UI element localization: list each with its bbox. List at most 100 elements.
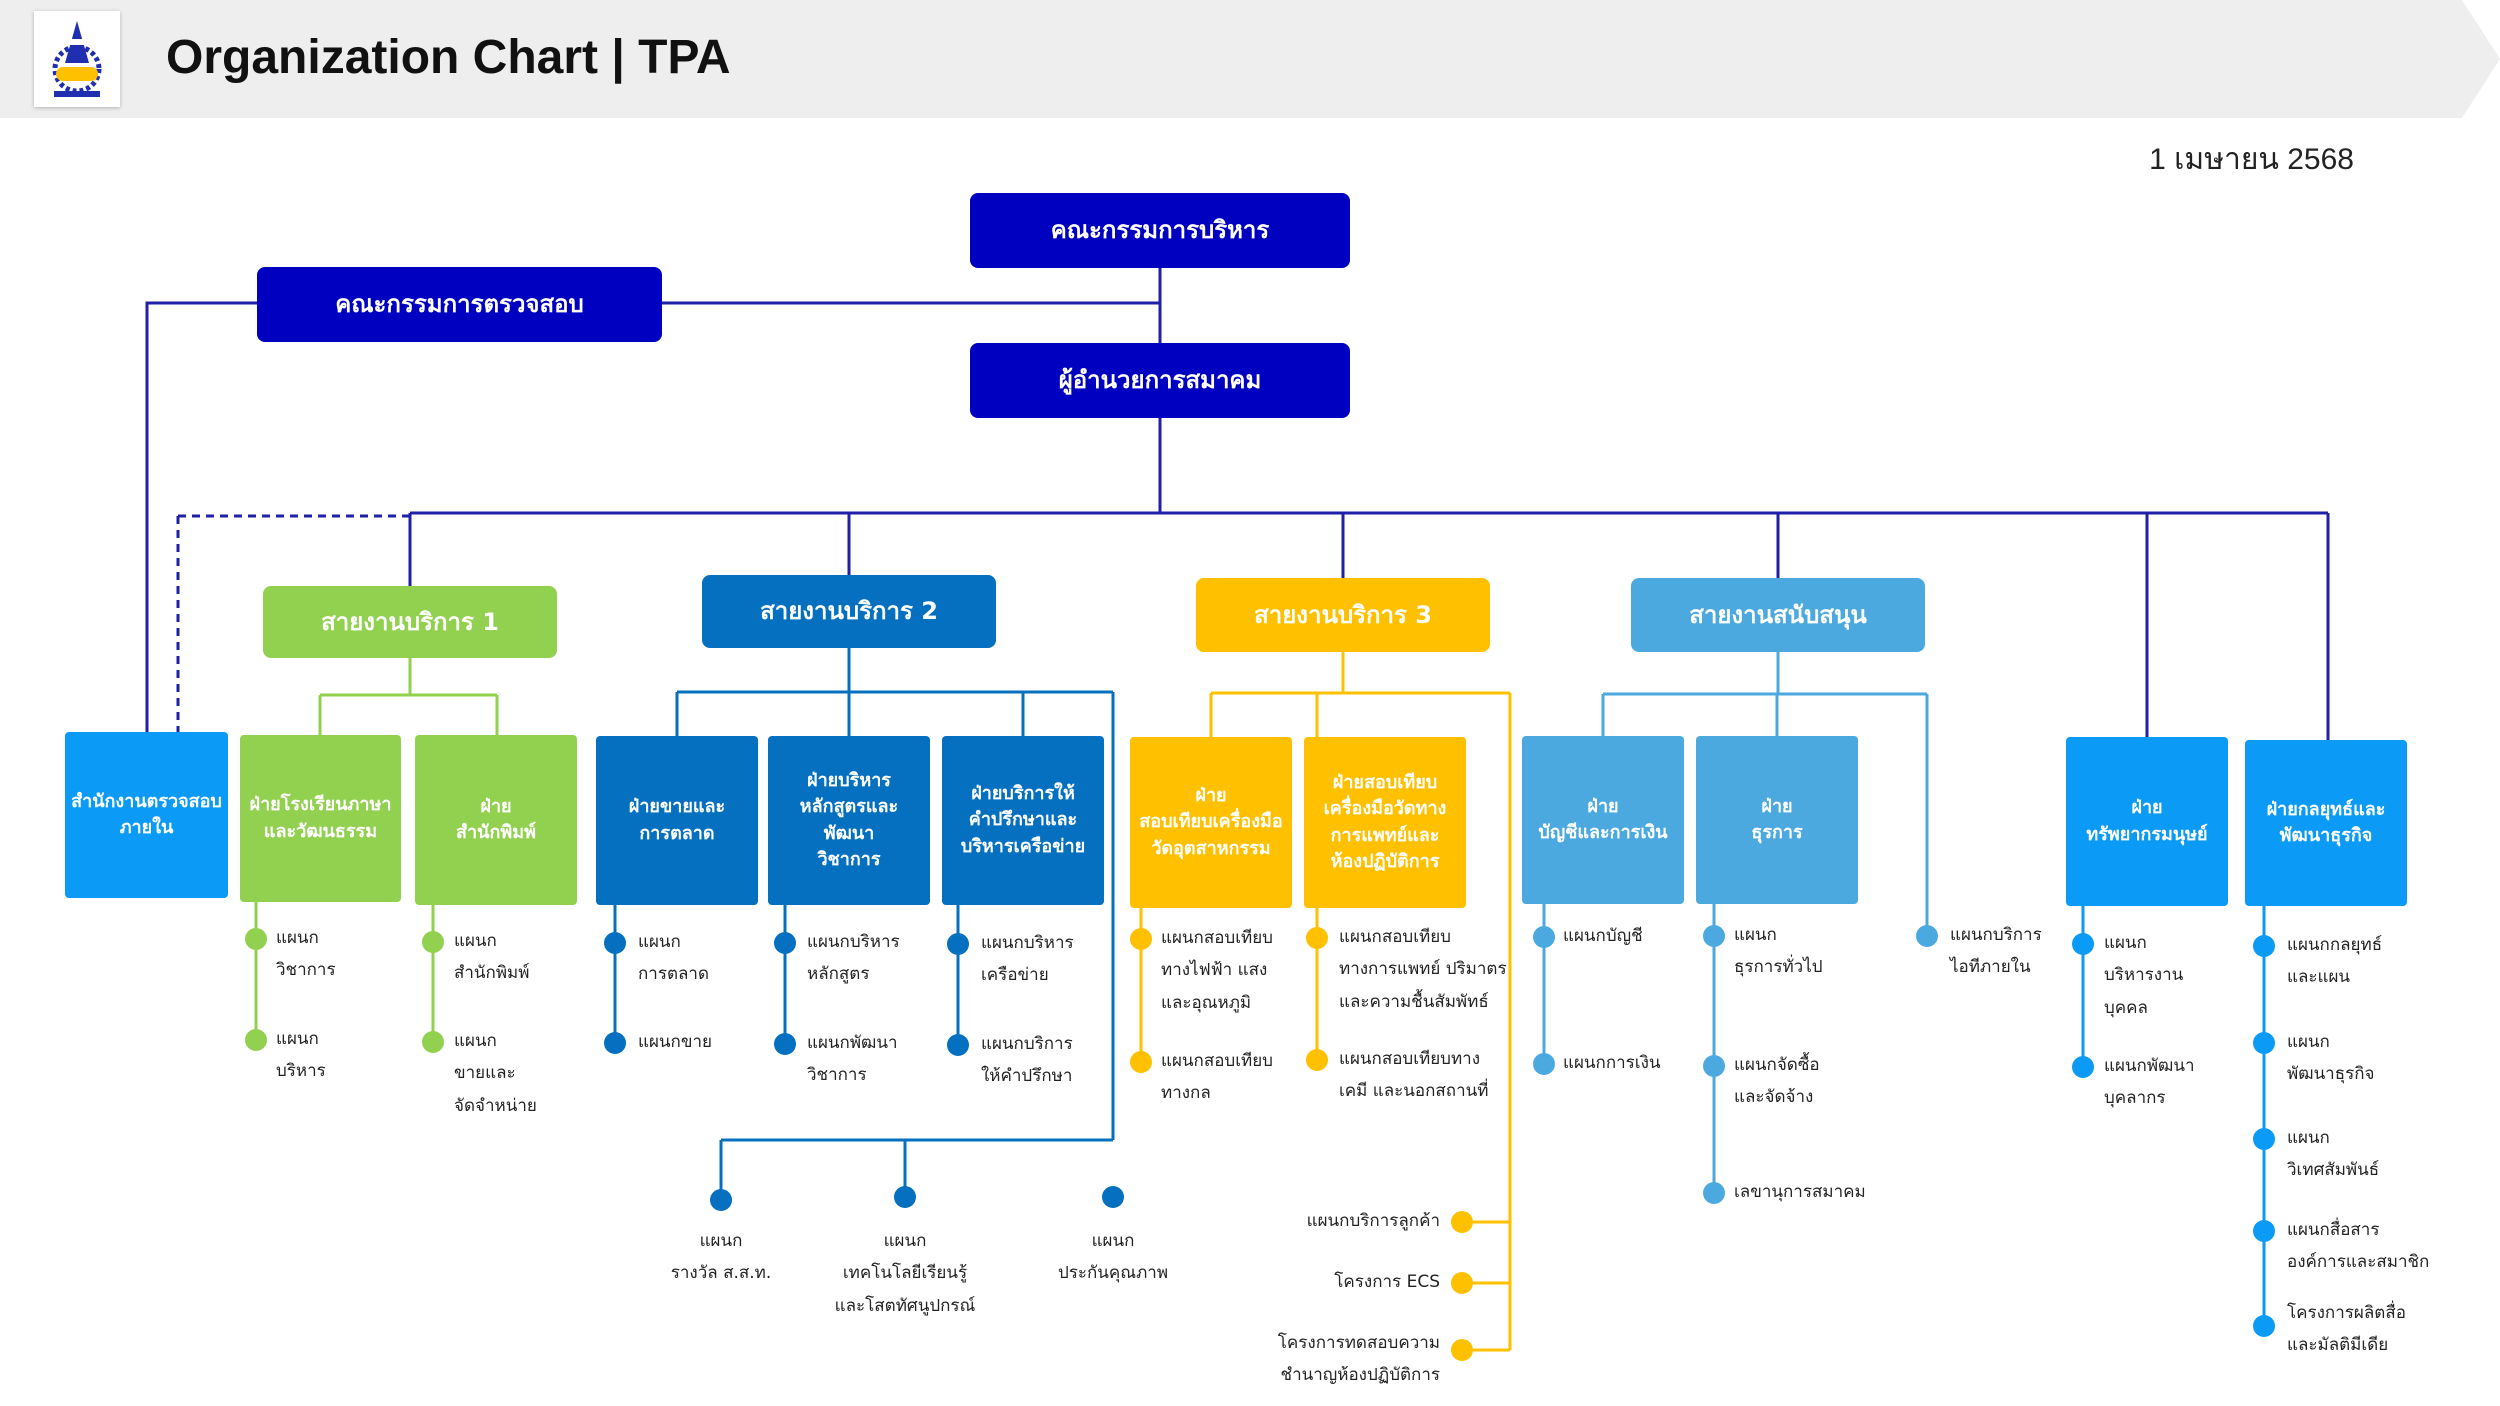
language-school-dept-box: ฝ่ายโรงเรียนภาษา และวัฒนธรรม [240, 735, 401, 902]
section-dot [894, 1186, 916, 1208]
section-dot [245, 1029, 267, 1051]
accounting-finance-dept-box: ฝ่าย บัญชีและการเงิน [1522, 736, 1684, 904]
dept-label: ฝ่ายโรงเรียนภาษา [249, 794, 392, 816]
dept-label: พัฒนา [823, 822, 875, 844]
general-affairs-dept-box: ฝ่าย ธุรการ [1696, 736, 1858, 904]
section-s3-proficiency: โครงการทดสอบความชำนาญห้องปฏิบัติการ [1277, 1333, 1440, 1386]
section-s3-ecs: โครงการ ECS [1334, 1272, 1440, 1292]
dept-label: สำนักงานตรวจสอบ [71, 790, 222, 812]
dept-label: พัฒนาธุรกิจ [2279, 825, 2373, 846]
section-dot [2253, 1032, 2275, 1054]
dept-label: วัดอุตสาหกรรม [1151, 837, 1271, 859]
section-med-medical: แผนกสอบเทียบทางการแพทย์ ปริมาตรและความชื… [1339, 927, 1507, 1012]
dept-label: ฝ่าย [480, 795, 512, 817]
dept-label: เครื่องมือวัดทาง [1323, 798, 1447, 820]
section-s3-customer: แผนกบริการลูกค้า [1306, 1211, 1440, 1231]
section-hr-dev: แผนกพัฒนาบุคลากร [2104, 1056, 2195, 1109]
section-dot [1451, 1211, 1473, 1233]
section-ga-general: แผนกธุรการทั่วไป [1734, 925, 1823, 978]
section-dot [2253, 1128, 2275, 1150]
service-line-1-box: สายงานบริการ 1 [263, 586, 557, 658]
section-dot [604, 932, 626, 954]
section-st-bizdev: แผนกพัฒนาธุรกิจ [2287, 1032, 2375, 1085]
sales-marketing-dept-box: ฝ่ายขายและ การตลาด [596, 736, 758, 905]
section-acc-accounting: แผนกบัญชี [1563, 926, 1643, 946]
section-hr-admin: แผนกบริหารงานบุคคล [2104, 933, 2184, 1018]
section-lang-admin: แผนกบริหาร [276, 1029, 326, 1082]
dept-label: ฝ่ายสอบเทียบ [1332, 772, 1438, 794]
section-mkt-marketing: แผนกการตลาด [638, 932, 710, 985]
support-line-box: สายงานสนับสนุน [1631, 578, 1925, 652]
dept-label: คำปรึกษาและ [968, 809, 1078, 831]
section-dot [947, 1034, 969, 1056]
dept-label: ฝ่าย [1195, 785, 1227, 807]
section-ga-secretary: เลขานุการสมาคม [1734, 1182, 1866, 1202]
section-acc-finance: แผนกการเงิน [1563, 1053, 1661, 1073]
dept-label: ฝ่ายกลยุทธ์และ [2266, 798, 2386, 820]
audit-committee-box: คณะกรรมการตรวจสอบ [257, 267, 662, 342]
dept-label: หลักสูตรและ [799, 796, 899, 818]
dept-label: ธุรการ [1751, 822, 1803, 843]
internal-audit-office-box: สำนักงานตรวจสอบ ภายใน [65, 732, 228, 898]
dept-label: ฝ่าย [2131, 797, 2163, 819]
section-dot [774, 1033, 796, 1055]
section-st-comms: แผนกสื่อสารองค์การและสมาชิก [2287, 1220, 2430, 1273]
section-mkt-sales: แผนกขาย [638, 1032, 712, 1052]
dept-label: บริหารเครือข่าย [960, 835, 1086, 857]
section-con-consult: แผนกบริการให้คำปรึกษา [981, 1034, 1073, 1087]
section-s2-learning-tech: แผนกเทคโนโลยีเรียนรู้และโสตทัศนูปกรณ์ [834, 1231, 976, 1316]
page-title: Organization Chart | TPA [166, 31, 731, 84]
section-dot [947, 933, 969, 955]
section-dot [774, 932, 796, 954]
section-dot [1703, 1055, 1725, 1077]
dept-label: ภายใน [119, 817, 174, 838]
section-dot [710, 1189, 732, 1211]
dept-label: ฝ่ายบริหาร [807, 770, 891, 792]
section-dot [1703, 925, 1725, 947]
section-st-strategy: แผนกกลยุทธ์และแผน [2287, 935, 2383, 988]
section-dot [422, 1031, 444, 1053]
section-dot [245, 928, 267, 950]
section-st-media: โครงการผลิตสื่อและมัลติมีเดีย [2287, 1303, 2406, 1356]
section-dot [2072, 933, 2094, 955]
publishing-dept-box: ฝ่าย สำนักพิมพ์ [415, 735, 577, 905]
dept-label: ฝ่าย [1761, 795, 1793, 817]
human-resources-dept-box: ฝ่าย ทรัพยากรมนุษย์ [2066, 737, 2228, 906]
section-ga-procurement: แผนกจัดซื้อและจัดจ้าง [1734, 1055, 1820, 1108]
consulting-dept-box: ฝ่ายบริการให้ คำปรึกษาและ บริหารเครือข่า… [942, 736, 1104, 905]
dept-label: ฝ่ายขายและ [628, 796, 726, 818]
dept-label: และวัฒนธรรม [263, 820, 378, 842]
section-dot [1916, 925, 1938, 947]
section-cur-admin: แผนกบริหารหลักสูตร [807, 932, 900, 985]
section-med-chemical: แผนกสอบเทียบทางเคมี และนอกสถานที่ [1339, 1049, 1489, 1102]
service-line-3-box: สายงานบริการ 3 [1196, 578, 1490, 652]
section-dot [1703, 1182, 1725, 1204]
section-st-pr: แผนกวิเทศสัมพันธ์ [2287, 1128, 2380, 1181]
section-dot [2253, 935, 2275, 957]
section-s2-award: แผนกรางวัล ส.ส.ท. [670, 1231, 772, 1284]
section-lang-academic: แผนกวิชาการ [276, 928, 336, 981]
executive-board-box: คณะกรรมการบริหาร [970, 193, 1350, 268]
section-dot [1306, 1049, 1328, 1071]
section-it-internal: แผนกบริการไอทีภายใน [1950, 925, 2042, 978]
section-dot [1533, 1053, 1555, 1075]
industrial-calibration-dept-box: ฝ่าย สอบเทียบเครื่องมือ วัดอุตสาหกรรม [1130, 737, 1292, 908]
dept-label: ห้องปฏิบัติการ [1330, 850, 1440, 872]
section-cur-dev: แผนกพัฒนาวิชาการ [807, 1033, 898, 1086]
dept-label: สำนักพิมพ์ [456, 822, 536, 843]
section-dot [1306, 927, 1328, 949]
section-dot [422, 931, 444, 953]
dept-label: การตลาด [639, 822, 715, 844]
curriculum-dept-box: ฝ่ายบริหาร หลักสูตรและ พัฒนา วิชาการ [768, 736, 930, 905]
section-dot [604, 1032, 626, 1054]
dept-label: ทรัพยากรมนุษย์ [2086, 823, 2208, 845]
dept-label: ฝ่าย [1587, 795, 1619, 817]
strategy-bizdev-dept-box: ฝ่ายกลยุทธ์และ พัฒนาธุรกิจ [2245, 740, 2407, 906]
service-line-2-box: สายงานบริการ 2 [702, 575, 996, 648]
section-dot [1451, 1339, 1473, 1361]
chart-date: 1 เมษายน 2568 [2149, 143, 2354, 176]
section-ind-electrical: แผนกสอบเทียบทางไฟฟ้า แสงและอุณหภูมิ [1161, 928, 1273, 1013]
medical-calibration-dept-box: ฝ่ายสอบเทียบ เครื่องมือวัดทาง การแพทย์แล… [1304, 737, 1466, 908]
dept-label: การแพทย์และ [1330, 824, 1440, 846]
